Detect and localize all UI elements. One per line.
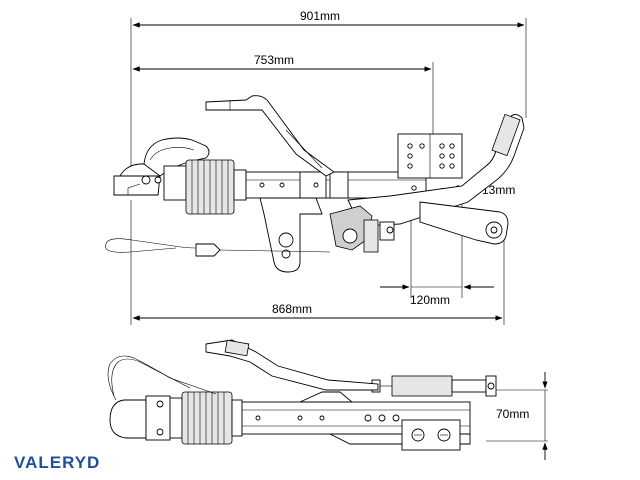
coupling-side-view <box>105 95 525 273</box>
ball-cup <box>109 399 147 439</box>
bolt-icon <box>141 175 151 185</box>
breakaway-cable <box>105 238 207 251</box>
dimension-868: 868mm <box>130 200 505 325</box>
dim-868-label: 868mm <box>272 302 312 316</box>
mounting-plate-top <box>401 419 461 451</box>
brake-handle-grip <box>491 113 521 157</box>
bellows-boot <box>185 159 235 215</box>
breakaway-cable-top <box>107 355 217 401</box>
coupling-handle <box>143 137 210 177</box>
dimension-753: 753mm <box>132 53 434 138</box>
valeryd-logo: VALERYD <box>14 453 100 472</box>
dim-120-label: 120mm <box>410 293 450 307</box>
dim-753-label: 753mm <box>254 53 294 67</box>
dim-13-label: 13mm <box>482 183 515 197</box>
dim-70-label: 70mm <box>496 407 529 421</box>
coupling-top-view <box>107 339 497 451</box>
shock-absorber <box>391 375 453 397</box>
coupling-head <box>113 175 161 196</box>
dim-901-label: 901mm <box>300 9 340 23</box>
handbrake-lever-top <box>205 339 379 391</box>
brake-linkage <box>347 114 525 227</box>
handbrake-lever <box>205 95 335 177</box>
dimension-901: 901mm <box>130 9 527 195</box>
bellows-boot-top <box>181 391 233 445</box>
